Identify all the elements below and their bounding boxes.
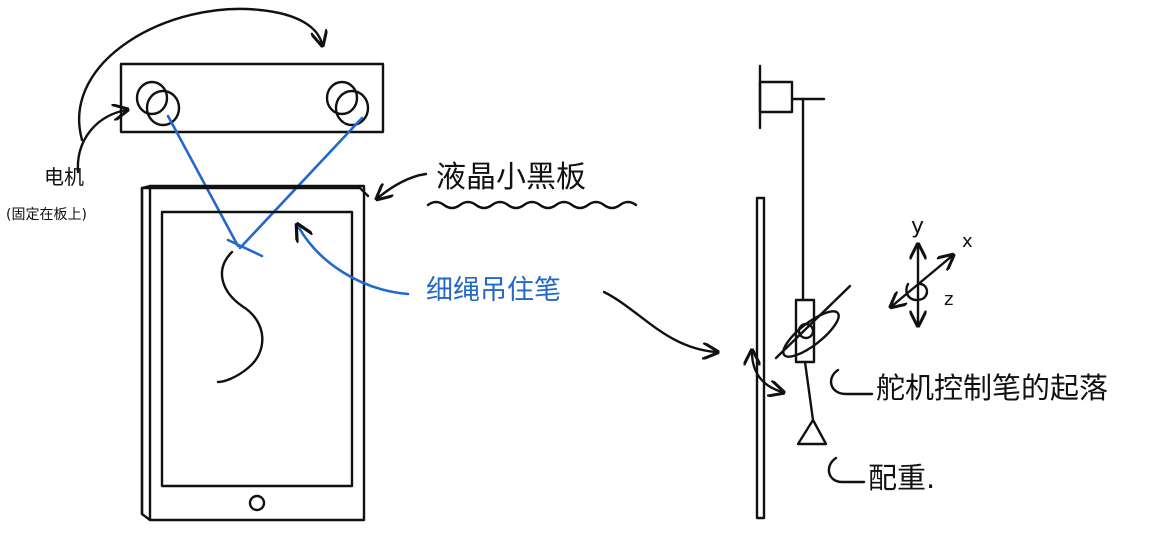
board-edge [755,196,766,520]
rotation-arrow [78,7,322,142]
counterweight-label-hook [827,456,866,484]
counterweight-label: 配重. [868,461,935,495]
connector-arrow [602,290,716,352]
pen-shaft [774,284,852,360]
lift-arrow [752,352,782,392]
drawn-curve [216,250,264,384]
home-button-icon [248,494,266,512]
motor-mount-bar [119,62,385,134]
string-label-arrow [298,226,410,296]
servo-label-hook [829,368,874,396]
motor-note-label: (固定在板上) [6,207,87,223]
motor-arrow [76,110,126,174]
right-motor-icon [325,80,370,127]
string-label: 细绳吊住笔 [426,275,561,306]
axis-x-label: x [962,231,973,252]
right-string [238,116,364,250]
side-view: y x z 舵机控制笔的起落 配重. [752,64,1108,520]
lcd-board [140,184,370,522]
front-view: 电机 (固定在板上) 液晶小黑板 细绳吊住笔 [6,7,638,522]
lcd-label-underline [426,200,638,210]
axes-icon [892,246,952,324]
left-motor-icon [135,80,181,127]
counterweight-icon [796,418,828,446]
servo-arm [782,310,840,358]
lcd-board-label: 液晶小黑板 [436,160,586,195]
left-string [166,114,240,248]
pen-tick [226,238,264,258]
servo-label: 舵机控制笔的起落 [876,371,1108,405]
motor-label: 电机 [44,165,84,189]
motor-bracket [758,80,794,114]
axis-z-label: z [944,289,953,310]
lcd-label-arrow [378,172,428,198]
axis-y-label: y [911,214,924,239]
